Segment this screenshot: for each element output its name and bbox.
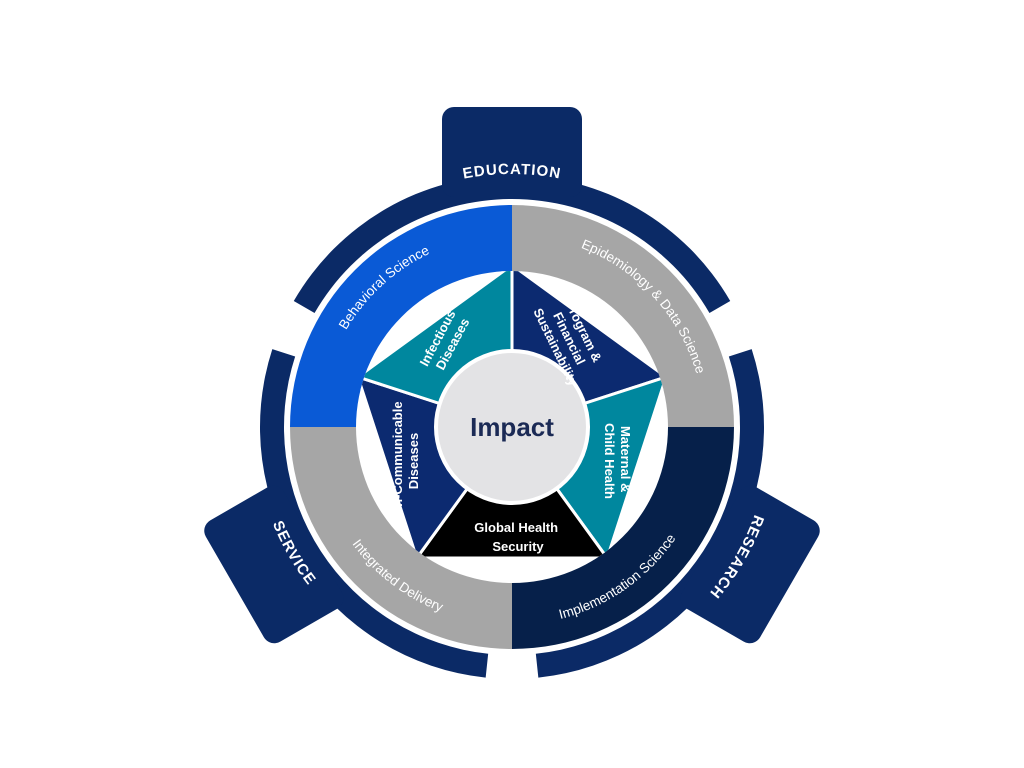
implementation-segment bbox=[512, 427, 734, 649]
epidemiology-segment bbox=[512, 205, 734, 427]
pillar-frame bbox=[204, 107, 820, 678]
outer-ring bbox=[290, 205, 734, 649]
inner-label-ncd: Non-Communicable Diseases bbox=[390, 398, 421, 524]
service-tab bbox=[204, 485, 344, 644]
behavioral-segment bbox=[290, 205, 512, 427]
inner-label-maternal: Maternal & Child Health bbox=[602, 423, 633, 499]
research-arc bbox=[535, 349, 765, 678]
integrated-delivery-segment bbox=[290, 427, 512, 649]
inner-label-security: Global Health Security bbox=[474, 520, 561, 554]
center-circle bbox=[434, 349, 590, 505]
service-arc bbox=[259, 349, 489, 678]
research-tab bbox=[680, 485, 820, 644]
education-arc bbox=[293, 174, 731, 313]
center-label: Impact bbox=[470, 412, 554, 442]
pillar-label-education: EDUCATION bbox=[461, 161, 562, 183]
education-tab bbox=[442, 107, 582, 197]
